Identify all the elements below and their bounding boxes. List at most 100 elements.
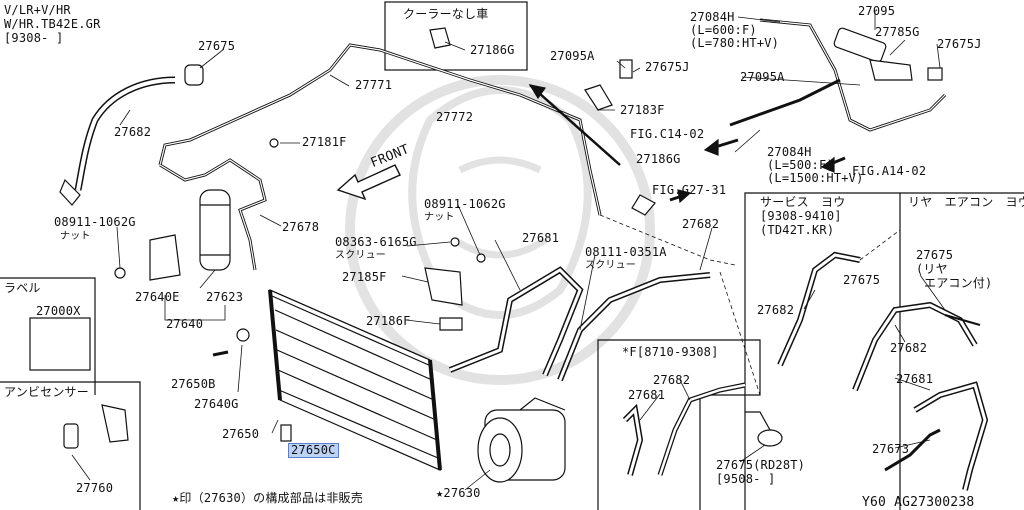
label-rd-dates: [9508- ] [716, 472, 776, 486]
label-27650: 27650 [222, 427, 260, 441]
label-08911-mid: 08911-1062G [424, 197, 506, 211]
condenser [268, 289, 442, 471]
label-08111: 08111-0351A [585, 245, 667, 259]
bolt-27650B [212, 350, 229, 357]
label-nut-mid: ナット [424, 212, 455, 223]
label-27181F: 27181F [302, 135, 347, 149]
front-arrow [336, 164, 401, 201]
label-L1500: (L=1500:HT+V) [767, 171, 864, 185]
nut-08911-mid [476, 253, 486, 263]
label-27675-service: 27675 [843, 273, 881, 287]
label-08363: 08363-6165G [335, 235, 417, 249]
rear-aircon-title: リヤ エアコン ヨウ [908, 195, 1024, 209]
label-27640E: 27640E [135, 290, 180, 304]
label-L600: (L=600:F) [690, 23, 757, 37]
label-27771: 27771 [355, 78, 393, 92]
f-range-title: *F[8710-9308] [622, 345, 719, 359]
bracket-27185F [424, 267, 463, 306]
bracket-27650C [280, 424, 292, 442]
label-27640G: 27640G [194, 397, 239, 411]
label-27772: 27772 [436, 110, 474, 124]
service-dates: [9308-9410] [760, 209, 842, 223]
label-27095: 27095 [858, 4, 896, 18]
compressor-27630 [477, 397, 566, 483]
label-27760: 27760 [76, 481, 114, 495]
service-title: サービス ヨウ [760, 195, 846, 209]
label-fig-c14: FIG.C14-02 [630, 127, 705, 141]
label-27084H-2: 27084H [767, 145, 812, 159]
label-box-frame [0, 277, 96, 395]
pipe-27673 [884, 428, 941, 472]
ambient-sensor-title: アンビセンサー [4, 385, 89, 399]
footnote: ★印（27630）の構成部品は非販売 [172, 491, 363, 505]
ambient-sensor-27760 [63, 423, 79, 449]
label-27682-f: 27682 [653, 373, 691, 387]
label-L780: (L=780:HT+V) [690, 36, 780, 50]
fitting-27675-rear [944, 314, 981, 326]
label-27623: 27623 [206, 290, 244, 304]
label-27675J-2: 27675J [937, 37, 982, 51]
label-L500: (L=500:F) [767, 158, 834, 172]
label-27673: 27673 [872, 442, 910, 456]
receiver-drier-27623 [199, 189, 231, 271]
label-fig-g27: FIG.G27-31 [652, 183, 727, 197]
label-27185F: 27185F [342, 270, 387, 284]
clip-27181F [269, 138, 279, 148]
grommet-27640G [236, 328, 250, 342]
label-sticker [29, 317, 91, 371]
no-cooler-box [384, 1, 528, 71]
pipe-27771-27772 [158, 43, 602, 216]
label-27650C-highlighted[interactable]: 27650C [288, 443, 339, 458]
label-27681-f: 27681 [628, 388, 666, 402]
label-27785G: 27785G [875, 25, 920, 39]
label-27186G-mid: 27186G [636, 152, 681, 166]
label-27681-rear: 27681 [896, 372, 934, 386]
label-fig-a14: FIG.A14-02 [852, 164, 927, 178]
label-screw-1: スクリュー [335, 250, 386, 261]
clamp-27186F [439, 317, 463, 331]
label-27682-rear: 27682 [890, 341, 928, 355]
block-27785G [869, 59, 913, 81]
grommet-27675J-right [927, 67, 943, 81]
switch-27675-rd28t [757, 429, 783, 447]
screw-08363 [450, 237, 460, 247]
label-27186G-top: 27186G [470, 43, 515, 57]
label-27186F: 27186F [366, 314, 411, 328]
service-box-frame [744, 192, 1024, 510]
label-27095A-2: 27095A [740, 70, 785, 84]
label-27675J-1: 27675J [645, 60, 690, 74]
label-screw-2: スクリュー [585, 260, 636, 271]
label-27084H-1: 27084H [690, 10, 735, 24]
grommet-27675J [619, 59, 633, 79]
leader-lines [71, 10, 946, 491]
clip-27186G-mid [631, 194, 656, 216]
bracket-27183F [584, 84, 613, 111]
label-27000X: 27000X [36, 304, 81, 318]
grommet-27675 [184, 64, 204, 86]
model-note-2: W/HR.TB42E.GR [4, 17, 101, 31]
reference-code: Y60 AG27300238 [862, 495, 975, 510]
label-08911-left: 08911-1062G [54, 215, 136, 229]
label-27682-tl: 27682 [114, 125, 152, 139]
label-27183F: 27183F [620, 103, 665, 117]
watermark-emblem [345, 75, 655, 385]
clip-27186G-top [429, 27, 451, 49]
label-rear-note-1: (リヤ [916, 262, 948, 276]
no-cooler-title: クーラーなし車 [403, 7, 489, 21]
bracket-27640E [149, 234, 181, 281]
label-27682-mid: 27682 [682, 217, 720, 231]
label-27678: 27678 [282, 220, 320, 234]
label-27650B: 27650B [171, 377, 216, 391]
label-27681-mid: 27681 [522, 231, 560, 245]
label-27682-service: 27682 [757, 303, 795, 317]
label-27095A-1: 27095A [550, 49, 595, 63]
f-box-frame [597, 339, 761, 510]
nut-08911-left [114, 267, 126, 279]
label-nut-left: ナット [60, 231, 91, 242]
dashed-references [599, 214, 901, 396]
sensor-box-frame [0, 381, 141, 510]
label-27630: ★27630 [436, 486, 481, 500]
label-27675-rd28t: 27675(RD28T) [716, 458, 806, 472]
